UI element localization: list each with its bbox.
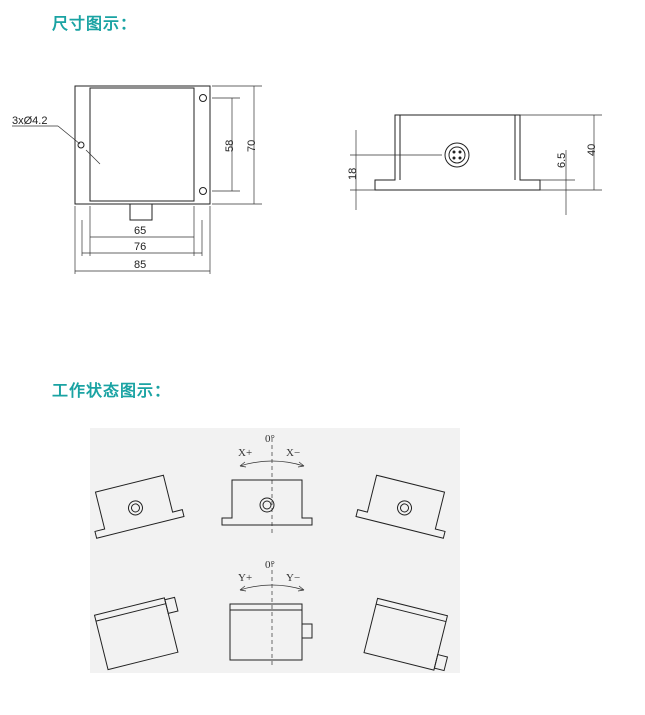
dim-18: 18 (347, 168, 359, 180)
states-background (90, 428, 460, 673)
bottom-angle: 0° (265, 559, 275, 571)
mount-hole-bottom (199, 187, 207, 195)
state-y-center (229, 603, 313, 661)
mount-hole-top (199, 94, 207, 102)
bottom-left-label: Y+ (238, 572, 252, 584)
state-x-right (355, 474, 446, 539)
hole-label: 3xØ4.2 (12, 115, 47, 127)
dim-40: 40 (586, 144, 598, 156)
section-title-states: 工作状态图示： (52, 381, 172, 400)
working-states-diagram: 0° X+ X− 0° Y+ Y− (90, 428, 460, 673)
bottom-right-label: Y− (286, 572, 300, 584)
state-x-left (94, 474, 185, 539)
dim-70: 70 (246, 140, 258, 152)
dim-76: 76 (134, 241, 146, 253)
dim-65: 65 (134, 225, 146, 237)
dim-85: 85 (134, 259, 146, 271)
top-angle: 0° (265, 433, 275, 445)
front-outer-frame (74, 85, 211, 205)
dim-58: 58 (224, 140, 236, 152)
dim-6-5: 6.5 (556, 153, 568, 168)
connector (129, 203, 153, 221)
mount-hole-left (77, 141, 85, 149)
top-left-label: X+ (238, 447, 252, 459)
side-connector (444, 142, 470, 168)
front-view-drawing: 3xØ4.2 65 76 85 58 70 (12, 85, 262, 274)
side-view-drawing: 18 6.5 40 (347, 114, 602, 215)
top-right-label: X− (286, 447, 300, 459)
section-title-dimensions: 尺寸图示： (52, 14, 138, 33)
state-x-center (221, 479, 313, 526)
state-y-right (363, 597, 449, 672)
state-y-left (93, 596, 179, 671)
front-body (89, 87, 195, 202)
